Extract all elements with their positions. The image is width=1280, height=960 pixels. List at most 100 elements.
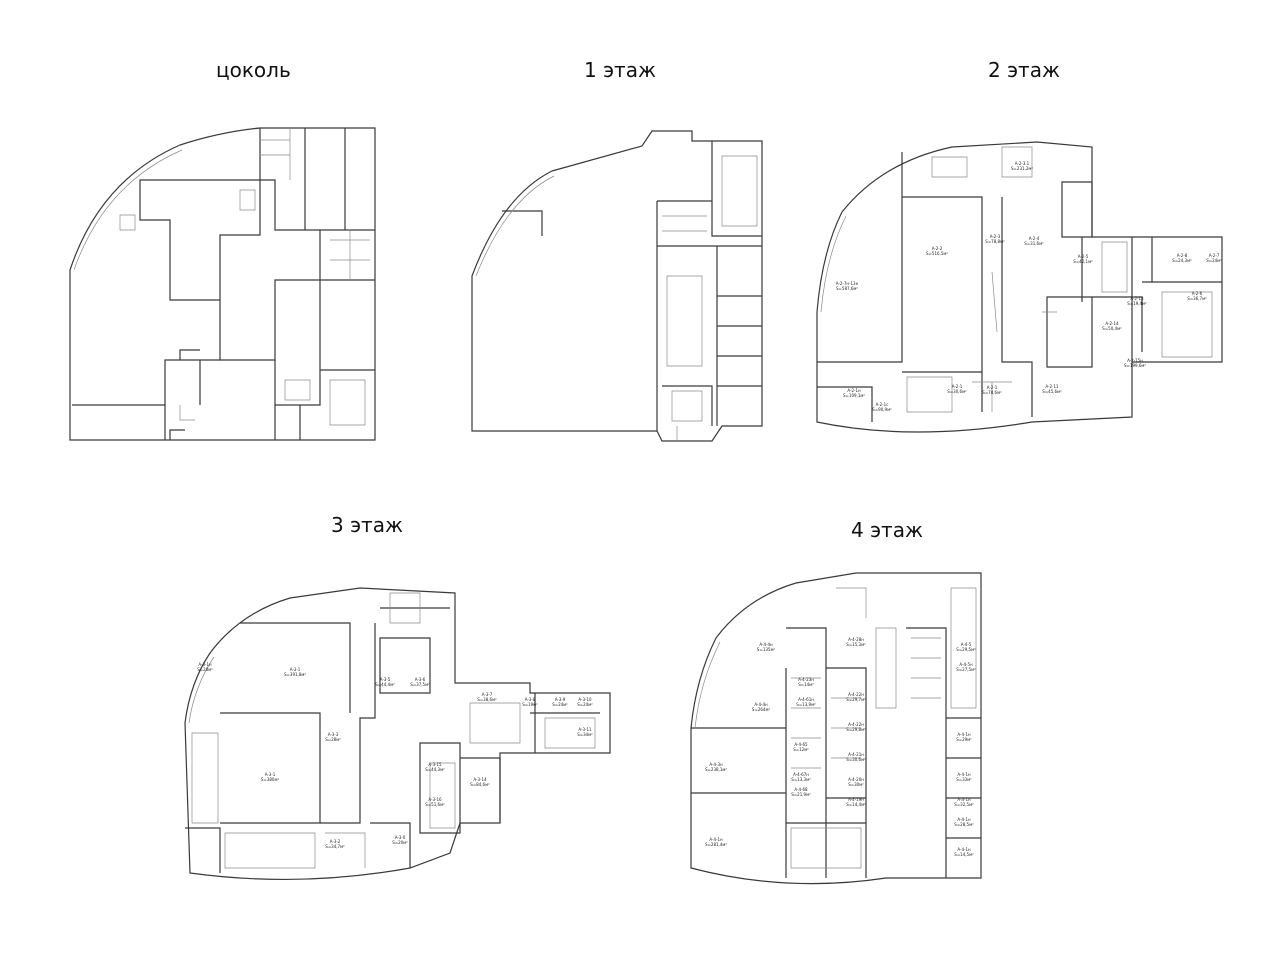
room-code: A-2-7н-13н <box>835 281 859 286</box>
floor-plan-basement[interactable] <box>60 120 390 450</box>
room-area: S=30м² <box>848 782 864 787</box>
room-code: A-2-5 <box>1077 254 1089 259</box>
room-code: A-2-1н <box>847 388 861 393</box>
room-code: A-2-7 <box>1208 253 1220 258</box>
floor-plan-4[interactable] <box>686 568 996 893</box>
room-code: A-4-1н <box>957 772 971 777</box>
room-code: A-3-2 <box>329 839 341 844</box>
floor3-plan-drawing <box>184 587 611 880</box>
room-code: A-2-14 <box>1105 321 1119 326</box>
room-code: A-4-19н <box>848 797 864 802</box>
floor-title-basement: цоколь <box>216 58 291 82</box>
room-code: A-4-5н <box>959 662 973 667</box>
floor-title-4: 4 этаж <box>851 518 923 542</box>
room-code: A-4-65 <box>794 742 808 747</box>
room-area: S=12м² <box>793 747 809 752</box>
floor-title-3: 3 этаж <box>331 513 403 537</box>
room-area: S=13,9м² <box>796 702 816 707</box>
room-area: S=28м² <box>197 667 213 672</box>
room-area: S=50,4м² <box>1102 326 1122 331</box>
floor1-plan-drawing <box>471 130 763 442</box>
room-area: S=78,6м² <box>982 390 1002 395</box>
room-area: S=516,5м² <box>926 251 948 256</box>
room-area: S=27,5м² <box>956 667 976 672</box>
room-code: A-3-1 <box>289 667 301 672</box>
room-code: A-3-8 <box>524 697 536 702</box>
room-code: A-4-1н <box>957 797 971 802</box>
room-area: S=29,5м² <box>956 647 976 652</box>
room-code: A-2-1с <box>875 402 889 407</box>
room-code: A-3-6 <box>414 677 426 682</box>
room-area: S=36,7м² <box>1187 296 1207 301</box>
room-area: S=14м² <box>798 682 814 687</box>
room-code: A-4-28н <box>848 637 864 642</box>
floor-plan-2[interactable] <box>812 132 1252 442</box>
basement-plan-drawing <box>69 127 376 441</box>
room-code: A-4-4н <box>759 642 773 647</box>
room-code: A-2-1 <box>951 384 963 389</box>
room-area: S=199,6м² <box>1124 363 1146 368</box>
room-area: S=281,4м² <box>705 842 727 847</box>
room-area: S=264м² <box>751 707 771 712</box>
room-area: S=24,3м² <box>1172 258 1192 263</box>
room-code: A-2-13 <box>1130 296 1144 301</box>
room-area: S=37,5м² <box>410 682 430 687</box>
room-code: A-2-2 <box>931 246 943 251</box>
room-area: S=42,1м² <box>1073 259 1093 264</box>
room-code: A-4-20н <box>848 777 864 782</box>
room-code: A-3-9 <box>554 697 566 702</box>
room-code: A-4-1н <box>957 817 971 822</box>
room-area: S=28м² <box>325 737 341 742</box>
room-code: A-4-5 <box>960 642 972 647</box>
floor-plan-1[interactable] <box>462 126 772 446</box>
room-area: S=32,5м² <box>954 802 974 807</box>
room-area: S=44,4м² <box>375 682 395 687</box>
room-area: S=33м² <box>956 777 972 782</box>
room-area: S=34,7м² <box>325 844 345 849</box>
room-code: A-3-1н <box>198 662 212 667</box>
room-area: S=20м² <box>392 840 408 845</box>
room-area: S=45,6м² <box>1042 389 1062 394</box>
room-area: S=29,8м² <box>846 727 866 732</box>
room-area: S=109,1м² <box>843 393 865 398</box>
room-area: S=24м² <box>552 702 568 707</box>
room-area: S=19м² <box>522 702 538 707</box>
room-area: S=78,8м² <box>985 239 1005 244</box>
room-code: A-3-1 <box>264 772 276 777</box>
room-code: A-2-1 <box>986 385 998 390</box>
room-code: A-3-3 <box>327 732 339 737</box>
room-code: A-3-5 <box>379 677 391 682</box>
room-area: S=135м² <box>756 647 776 652</box>
room-area: S=90,9м² <box>872 407 892 412</box>
room-code: A-3-11 <box>578 727 592 732</box>
floor-plan-3[interactable] <box>180 583 620 883</box>
room-code: A-2-15н <box>1127 358 1143 363</box>
room-area: S=29,7м² <box>846 697 866 702</box>
room-area: S=51,6м² <box>425 802 445 807</box>
room-area: S=238,1м² <box>705 767 727 772</box>
